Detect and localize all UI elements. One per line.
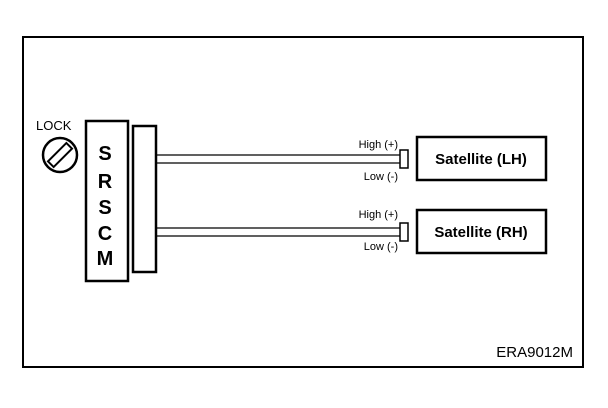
low-label-rh: Low (-) xyxy=(364,241,398,253)
connector-plug-lh xyxy=(399,149,409,169)
high-label-lh: High (+) xyxy=(359,139,398,151)
satellite-rh-box xyxy=(415,208,548,255)
wire-pair-rh xyxy=(156,227,400,237)
wire-pair-lh xyxy=(156,154,400,164)
srscm-module-block xyxy=(84,119,130,283)
module-letter: R xyxy=(98,171,113,193)
module-letter: C xyxy=(98,223,112,245)
module-letter: S xyxy=(98,197,111,219)
connector-plug-rh xyxy=(399,222,409,242)
lock-label: LOCK xyxy=(36,118,72,133)
low-label-lh: Low (-) xyxy=(364,171,398,183)
module-letter: M xyxy=(97,248,114,270)
satellite-rh-label: Satellite (RH) xyxy=(434,224,527,241)
figure-code: ERA9012M xyxy=(496,344,573,361)
module-connector-block xyxy=(131,124,158,274)
lock-icon xyxy=(41,136,79,174)
satellite-lh-label: Satellite (LH) xyxy=(435,151,527,168)
module-letter: S xyxy=(98,143,111,165)
high-label-rh: High (+) xyxy=(359,209,398,221)
satellite-lh-box xyxy=(415,135,548,182)
